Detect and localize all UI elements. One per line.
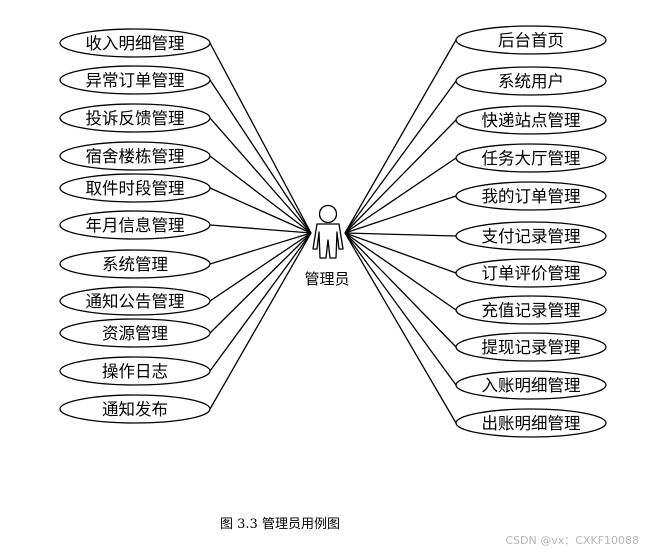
use-case-label: 年月信息管理: [86, 216, 185, 235]
use-case-label: 后台首页: [498, 31, 564, 50]
right-association-line: [344, 232, 457, 311]
use-case-label: 取件时段管理: [86, 179, 185, 198]
actor-body: [312, 223, 344, 259]
watermark: CSDN @vx：CXKF10088: [505, 534, 639, 547]
left-association-line: [209, 117, 312, 234]
right-association-line: [344, 80, 457, 234]
use-case-ellipse: [59, 394, 211, 424]
left-association-line: [209, 232, 312, 410]
actor-head: [318, 204, 338, 224]
use-case-ellipse: [59, 318, 211, 348]
use-case-label: 系统用户: [498, 72, 564, 91]
right-association-line: [344, 39, 457, 234]
use-case-label: 投诉反馈管理: [86, 109, 185, 128]
use-case-ellipse: [455, 408, 607, 438]
use-case-label: 任务大厅管理: [482, 149, 581, 168]
use-case-ellipse: [455, 105, 607, 135]
use-case: 订单评价管理: [455, 258, 607, 288]
use-case-ellipse: [455, 143, 607, 173]
use-case: 操作日志: [59, 356, 211, 386]
left-association-line: [209, 232, 312, 265]
left-association-line: [209, 155, 312, 234]
use-case: 投诉反馈管理: [59, 103, 211, 133]
use-case: 入账明细管理: [455, 370, 607, 400]
use-case-ellipse: [59, 141, 211, 171]
use-case-label: 我的订单管理: [482, 187, 581, 206]
use-case: 系统用户: [455, 66, 607, 96]
use-case-label: 出账明细管理: [482, 414, 581, 433]
use-case-ellipse: [455, 332, 607, 362]
use-case: 支付记录管理: [455, 221, 607, 251]
use-case-ellipse: [59, 356, 211, 386]
use-case-label: 异常订单管理: [86, 71, 185, 90]
use-case-ellipse: [59, 249, 211, 279]
right-association-line: [344, 232, 457, 386]
use-case-label: 资源管理: [102, 324, 168, 343]
association-lines: [209, 39, 457, 424]
left-association-line: [209, 42, 312, 234]
use-case: 取件时段管理: [59, 173, 211, 203]
use-case: 宿舍楼栋管理: [59, 141, 211, 171]
use-case: 任务大厅管理: [455, 143, 607, 173]
use-case: 快递站点管理: [455, 105, 607, 135]
use-case-label: 通知公告管理: [86, 292, 185, 311]
use-case-label: 提现记录管理: [482, 338, 581, 357]
use-case-label: 快递站点管理: [482, 111, 581, 130]
use-case-label: 通知发布: [102, 400, 168, 419]
use-case: 异常订单管理: [59, 65, 211, 95]
use-case-label: 操作日志: [102, 362, 168, 381]
use-case-ellipse: [59, 28, 211, 58]
use-case-ellipse: [59, 210, 211, 240]
use-case: 出账明细管理: [455, 408, 607, 438]
use-case: 收入明细管理: [59, 28, 211, 58]
use-case: 系统管理: [59, 249, 211, 279]
use-case-ellipse: [59, 286, 211, 316]
use-case-label: 订单评价管理: [482, 264, 581, 283]
right-association-line: [344, 232, 457, 237]
left-association-line: [209, 232, 312, 372]
use-case-label: 充值记录管理: [482, 301, 581, 320]
use-case: 我的订单管理: [455, 181, 607, 211]
left-association-line: [209, 232, 312, 334]
use-case: 后台首页: [455, 25, 607, 55]
left-association-line: [209, 187, 312, 234]
use-case-ellipse: [455, 181, 607, 211]
left-use-cases: 收入明细管理异常订单管理投诉反馈管理宿舍楼栋管理取件时段管理年月信息管理系统管理…: [59, 28, 211, 424]
left-association-line: [209, 79, 312, 234]
figure-caption: 图 3.3 管理员用例图: [220, 517, 340, 532]
actor-label: 管理员: [304, 270, 349, 288]
use-case-ellipse: [59, 173, 211, 203]
use-case-ellipse: [59, 103, 211, 133]
right-association-line: [344, 195, 457, 234]
use-case: 通知发布: [59, 394, 211, 424]
right-association-line: [344, 232, 457, 424]
left-association-line: [209, 232, 312, 302]
left-association-line: [209, 224, 312, 234]
use-case-ellipse: [455, 295, 607, 325]
use-case-ellipse: [455, 370, 607, 400]
use-case-label: 宿舍楼栋管理: [86, 147, 185, 166]
use-case: 资源管理: [59, 318, 211, 348]
use-case: 年月信息管理: [59, 210, 211, 240]
right-association-line: [344, 232, 457, 348]
right-use-cases: 后台首页系统用户快递站点管理任务大厅管理我的订单管理支付记录管理订单评价管理充值…: [455, 25, 607, 438]
use-case: 提现记录管理: [455, 332, 607, 362]
use-case-ellipse: [455, 221, 607, 251]
right-association-line: [344, 157, 457, 234]
use-case-label: 收入明细管理: [86, 34, 185, 53]
use-case-ellipse: [59, 65, 211, 95]
use-case-label: 系统管理: [102, 255, 168, 274]
use-case-ellipse: [455, 66, 607, 96]
use-case-label: 入账明细管理: [482, 376, 581, 395]
right-association-line: [344, 232, 457, 274]
use-case-label: 支付记录管理: [482, 227, 581, 246]
use-case-ellipse: [455, 25, 607, 55]
use-case-ellipse: [455, 258, 607, 288]
use-case: 通知公告管理: [59, 286, 211, 316]
actor-figure: 管理员: [304, 204, 350, 288]
right-association-line: [344, 119, 457, 234]
use-case: 充值记录管理: [455, 295, 607, 325]
